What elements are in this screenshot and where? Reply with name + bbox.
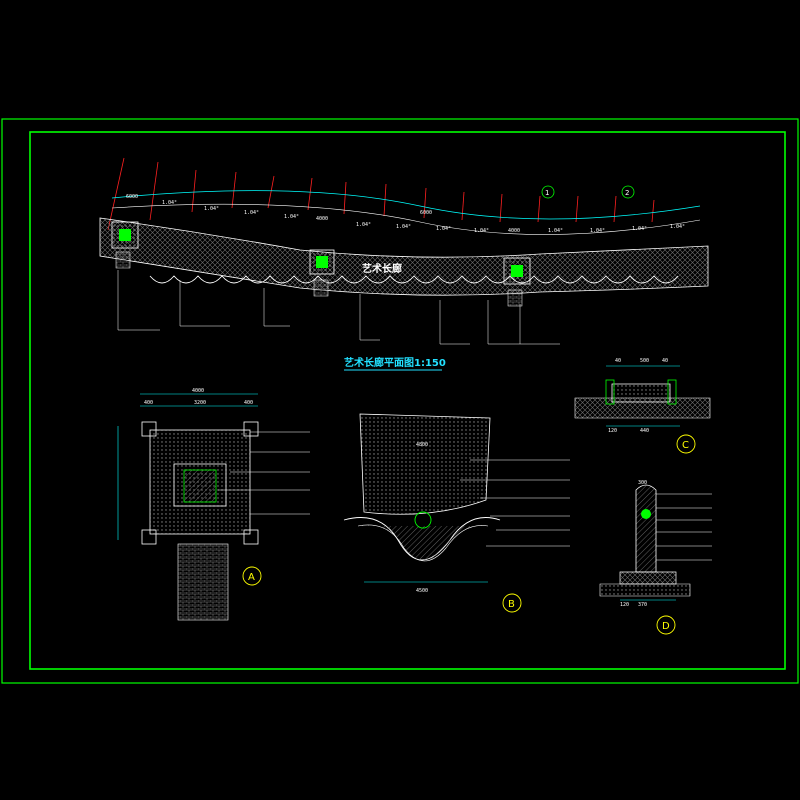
detail-c: 40 500 40 440 120 C [574, 358, 711, 454]
detail-a: 4000 3200 400 400 A [117, 388, 310, 621]
detail-a-leaders [218, 431, 310, 515]
plan-axis-lines [107, 157, 655, 231]
plan-dim-angle-6: 1.04° [396, 224, 411, 230]
plan-dim-span-4: 4000 [508, 228, 520, 234]
planter-scallops [149, 275, 679, 284]
pavilion-1-core [119, 229, 131, 241]
detail-c-dim-3: 40 [662, 358, 668, 364]
axis-mark-1: 1 [545, 189, 549, 197]
plan-dim-angle-11: 1.04° [632, 226, 647, 232]
detail-a-dim-left: 400 [144, 400, 153, 406]
detail-b-dim-bottom: 4500 [416, 588, 428, 594]
plan-dim-angle-8: 1.04° [474, 228, 489, 234]
detail-a-callout-circle [242, 566, 262, 586]
detail-b-callout-circle [502, 593, 522, 613]
detail-d-callout-circle [656, 615, 676, 635]
plan-dim-span-2: 4000 [316, 216, 328, 222]
detail-a-post-tr [243, 421, 259, 437]
detail-d-fill [641, 509, 651, 519]
detail-c-planter [611, 383, 671, 403]
detail-a-path [177, 543, 229, 621]
detail-a-post-tl [141, 421, 157, 437]
axis-bubble-2 [621, 185, 635, 199]
corridor-label: 艺术长廊 [362, 262, 402, 275]
outer-frame [1, 118, 799, 684]
detail-c-edge-r [667, 379, 677, 405]
detail-a-dim-width: 4000 [192, 388, 204, 394]
detail-b-leaders [460, 459, 570, 547]
plan-dim-angle-10: 1.04° [590, 228, 605, 234]
entry-path-3 [507, 289, 523, 307]
detail-c-edge-l [605, 379, 615, 405]
detail-b-upper [359, 413, 491, 515]
inner-frame [29, 131, 786, 670]
detail-b-mark: B [508, 599, 515, 610]
plan-dimensions: 6000 4000 6000 4000 1.04° 1.04° 1.04° 1.… [126, 194, 685, 234]
plan-dim-line-1 [111, 190, 701, 220]
detail-c-dim-4: 440 [640, 428, 649, 434]
detail-b: 4500 4800 B [343, 413, 570, 613]
plan-dim-span-1: 6000 [126, 194, 138, 200]
axis-mark-2: 2 [625, 189, 629, 197]
plan-dim-span-3: 6000 [420, 210, 432, 216]
detail-a-dim-inner: 3200 [194, 400, 206, 406]
detail-a-post-br [243, 529, 259, 545]
plan-dim-angle-7: 1.04° [436, 226, 451, 232]
plan-dim-angle-5: 1.04° [356, 222, 371, 228]
detail-c-dim-2: 500 [640, 358, 649, 364]
detail-a-post-bl [141, 529, 157, 545]
detail-d-wall [635, 484, 657, 573]
detail-d-mark: D [662, 621, 670, 632]
plan-dim-angle-9: 1.04° [548, 228, 563, 234]
detail-d: 300 370 120 D [599, 480, 712, 635]
detail-d-dim-mid: 370 [638, 602, 647, 608]
detail-d-footing [619, 571, 677, 585]
plan-dim-angle-3: 1.04° [244, 210, 259, 216]
detail-d-leaders [656, 493, 712, 561]
detail-c-dim-1: 40 [615, 358, 621, 364]
entry-path-1 [115, 251, 131, 269]
entry-path-2 [313, 279, 329, 297]
pavilion-2-core [316, 256, 328, 268]
detail-c-callout-circle [676, 434, 696, 454]
detail-c-mark: C [682, 440, 689, 451]
plan-dim-angle-1: 1.04° [162, 200, 177, 206]
detail-b-post [414, 511, 432, 529]
detail-c-dim-5: 120 [608, 428, 617, 434]
detail-a-center [183, 469, 217, 503]
detail-a-dim-right: 400 [244, 400, 253, 406]
detail-d-dim-top: 300 [638, 480, 647, 486]
plan-dim-angle-4: 1.04° [284, 214, 299, 220]
axis-bubble-1 [541, 185, 555, 199]
detail-d-ground [599, 583, 691, 597]
detail-a-inner [173, 463, 227, 507]
plan-dim-angle-12: 1.04° [670, 224, 685, 230]
pavilion-3-core [511, 265, 523, 277]
detail-a-mark: A [248, 572, 255, 583]
corridor-plan: 6000 4000 6000 4000 1.04° 1.04° 1.04° 1.… [99, 157, 709, 345]
plan-title: 艺术长廊平面图1:150 [344, 356, 446, 369]
plan-dim-angle-2: 1.04° [204, 206, 219, 212]
detail-b-planter-inner [357, 524, 489, 562]
plan-dim-line-2 [111, 203, 701, 235]
detail-d-dim-left: 120 [620, 602, 629, 608]
detail-b-dim-top: 4800 [416, 442, 428, 448]
corridor-band [99, 217, 709, 296]
plan-leaders [117, 270, 560, 345]
